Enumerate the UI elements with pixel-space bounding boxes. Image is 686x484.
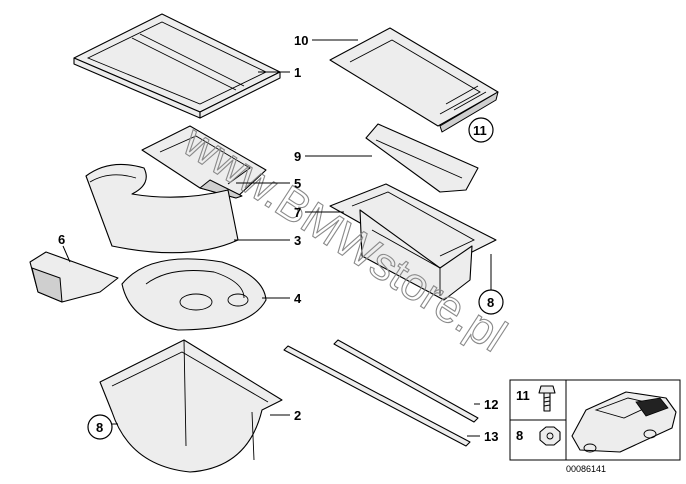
circle-label-11: 11 — [468, 117, 494, 143]
label-part-1: 1 — [294, 65, 301, 80]
svg-text:11: 11 — [473, 123, 487, 138]
label-part-10: 10 — [294, 33, 308, 48]
part-1-floor-tray — [73, 13, 281, 119]
label-part-7: 7 — [294, 205, 301, 220]
part-4-carrier — [121, 258, 267, 331]
part-7-box — [329, 183, 497, 301]
label-part-5: 5 — [294, 176, 301, 191]
label-part-9: 9 — [294, 149, 301, 164]
part-10-cover — [329, 27, 499, 133]
label-part-3: 3 — [294, 233, 301, 248]
part-2-trough — [99, 339, 283, 473]
nut-icon — [539, 426, 561, 446]
inset-label-11: 11 — [516, 388, 530, 403]
part-13-strip — [283, 345, 471, 447]
inset-label-8: 8 — [516, 428, 523, 443]
part-12-strip — [333, 339, 479, 423]
label-part-4: 4 — [294, 291, 302, 306]
part-5-insert — [141, 125, 267, 199]
part-6-bracket — [29, 251, 119, 303]
car-location-icon — [571, 391, 677, 453]
svg-text:8: 8 — [487, 295, 494, 310]
bolt-icon — [538, 385, 556, 412]
leader-lines — [62, 39, 492, 437]
circle-label-8-box: 8 — [478, 289, 504, 315]
label-part-12: 12 — [484, 397, 498, 412]
circle-label-8-trough: 8 — [87, 414, 113, 440]
part-3-cover-shell — [85, 163, 239, 254]
label-part-2: 2 — [294, 408, 301, 423]
part-9-holder — [365, 123, 479, 193]
inset-panel: 11 8 — [509, 379, 681, 461]
diagram-code: 00086141 — [566, 464, 606, 474]
label-part-6: 6 — [58, 232, 65, 247]
label-part-13: 13 — [484, 429, 498, 444]
svg-text:8: 8 — [96, 420, 103, 435]
